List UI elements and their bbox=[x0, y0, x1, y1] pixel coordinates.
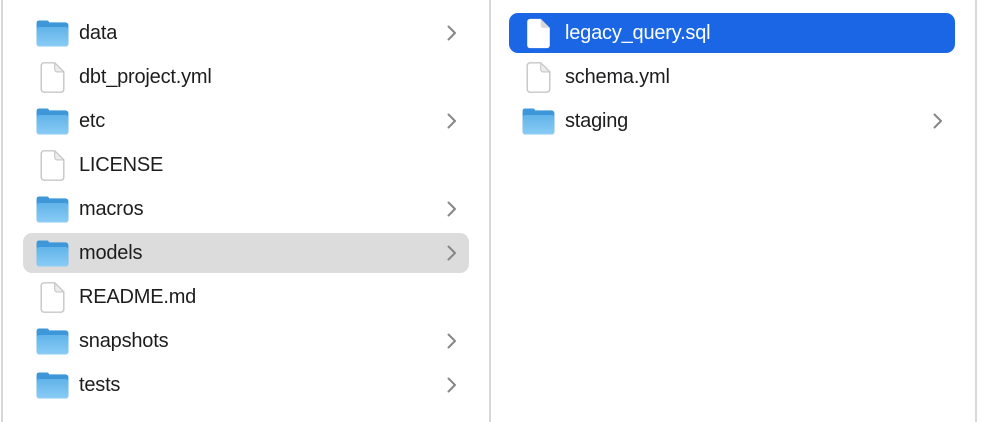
file-icon bbox=[527, 18, 550, 48]
item-label: tests bbox=[79, 373, 121, 396]
item-label: LICENSE bbox=[79, 153, 164, 176]
column-divider bbox=[1, 0, 3, 422]
file-icon bbox=[40, 149, 65, 181]
list-item-tests[interactable]: tests bbox=[23, 365, 469, 405]
folder-icon bbox=[36, 19, 69, 47]
list-item-etc[interactable]: etc bbox=[23, 101, 469, 141]
folder-icon bbox=[36, 327, 69, 355]
folder-icon bbox=[36, 371, 69, 399]
file-column-1: data d bbox=[3, 0, 491, 422]
chevron-right-icon bbox=[933, 113, 943, 129]
list-item-legacy_query.sql[interactable]: legacy_query.sql bbox=[509, 13, 955, 53]
item-label: dbt_project.yml bbox=[79, 65, 212, 88]
chevron-right-icon bbox=[447, 333, 457, 349]
list-item-data[interactable]: data bbox=[23, 13, 469, 53]
item-label: data bbox=[79, 21, 118, 44]
file-column-next bbox=[977, 0, 984, 422]
file-icon bbox=[40, 281, 65, 313]
chevron-right-icon bbox=[447, 25, 457, 41]
chevron-right-icon bbox=[447, 377, 457, 393]
list-item-LICENSE[interactable]: LICENSE bbox=[23, 145, 469, 185]
item-label: macros bbox=[79, 197, 144, 220]
item-label: etc bbox=[79, 109, 106, 132]
list-item-models[interactable]: models bbox=[23, 233, 469, 273]
list-item-README.md[interactable]: README.md bbox=[23, 277, 469, 317]
list-item-macros[interactable]: macros bbox=[23, 189, 469, 229]
file-column-2: legacy_query.sql bbox=[491, 0, 977, 422]
chevron-right-icon bbox=[447, 245, 457, 261]
item-label: schema.yml bbox=[565, 65, 670, 88]
item-label: snapshots bbox=[79, 329, 169, 352]
list-item-dbt_project.yml[interactable]: dbt_project.yml bbox=[23, 57, 469, 97]
item-label: README.md bbox=[79, 285, 197, 308]
list-item-schema.yml[interactable]: schema.yml bbox=[509, 57, 955, 97]
file-icon bbox=[40, 61, 65, 93]
item-label: legacy_query.sql bbox=[565, 21, 711, 44]
folder-icon bbox=[522, 107, 555, 135]
folder-icon bbox=[36, 239, 69, 267]
item-label: staging bbox=[565, 109, 629, 132]
folder-icon bbox=[36, 195, 69, 223]
folder-icon bbox=[36, 107, 69, 135]
chevron-right-icon bbox=[447, 113, 457, 129]
list-item-snapshots[interactable]: snapshots bbox=[23, 321, 469, 361]
chevron-right-icon bbox=[447, 201, 457, 217]
list-item-staging[interactable]: staging bbox=[509, 101, 955, 141]
file-icon bbox=[526, 61, 551, 93]
item-label: models bbox=[79, 241, 143, 264]
